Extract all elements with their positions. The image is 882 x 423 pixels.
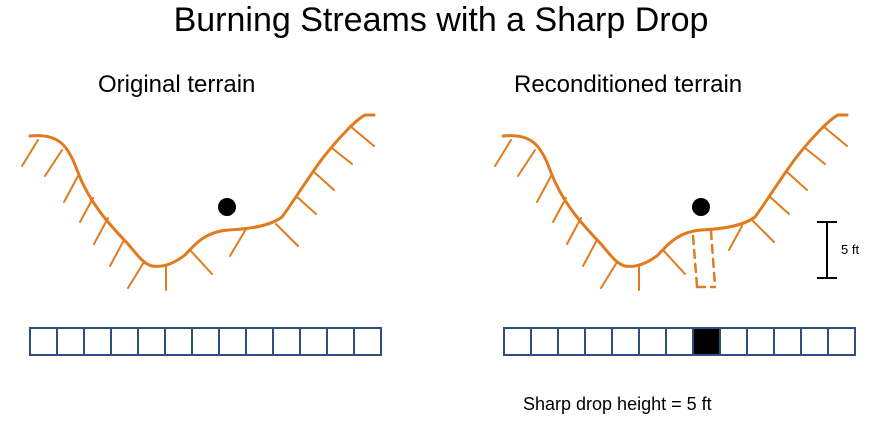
grid-cell	[110, 327, 139, 356]
original-raster-grid	[29, 327, 382, 356]
grid-cell	[638, 327, 667, 356]
reconditioned-terrain-line	[501, 113, 849, 268]
grid-cell	[56, 327, 85, 356]
burned-grid-cell	[692, 327, 721, 356]
grid-cell	[746, 327, 775, 356]
grid-cell	[530, 327, 559, 356]
grid-cell	[557, 327, 586, 356]
grid-cell	[191, 327, 220, 356]
grid-cell	[326, 327, 355, 356]
sharp-drop-dimension	[817, 221, 837, 279]
grid-cell	[83, 327, 112, 356]
grid-cell	[29, 327, 58, 356]
grid-cell	[245, 327, 274, 356]
grid-cell	[218, 327, 247, 356]
grid-cell	[827, 327, 856, 356]
grid-cell	[584, 327, 613, 356]
sharp-drop-outline	[691, 229, 717, 289]
diagram-title: Burning Streams with a Sharp Drop	[173, 1, 709, 39]
reconditioned-flow-point	[692, 198, 710, 216]
reconditioned-raster-grid	[503, 327, 856, 356]
original-terrain-label: Original terrain	[98, 71, 256, 98]
original-flow-point	[218, 198, 236, 216]
sharp-drop-formula: Sharp drop height = 5 ft	[523, 394, 712, 414]
drop-height-label: 5 ft	[841, 242, 860, 257]
original-terrain-profile	[21, 113, 376, 291]
original-terrain-hatches	[21, 125, 375, 291]
original-terrain-line	[28, 113, 376, 268]
grid-cell	[137, 327, 166, 356]
grid-cell	[719, 327, 748, 356]
grid-cell	[611, 327, 640, 356]
grid-cell	[272, 327, 301, 356]
reconditioned-terrain-hatches	[494, 125, 848, 291]
grid-cell	[353, 327, 382, 356]
grid-cell	[299, 327, 328, 356]
grid-cell	[773, 327, 802, 356]
reconditioned-terrain-label: Reconditioned terrain	[514, 71, 743, 98]
grid-cell	[665, 327, 694, 356]
grid-cell	[503, 327, 532, 356]
grid-cell	[164, 327, 193, 356]
reconditioned-terrain-profile	[494, 113, 849, 291]
grid-cell	[800, 327, 829, 356]
